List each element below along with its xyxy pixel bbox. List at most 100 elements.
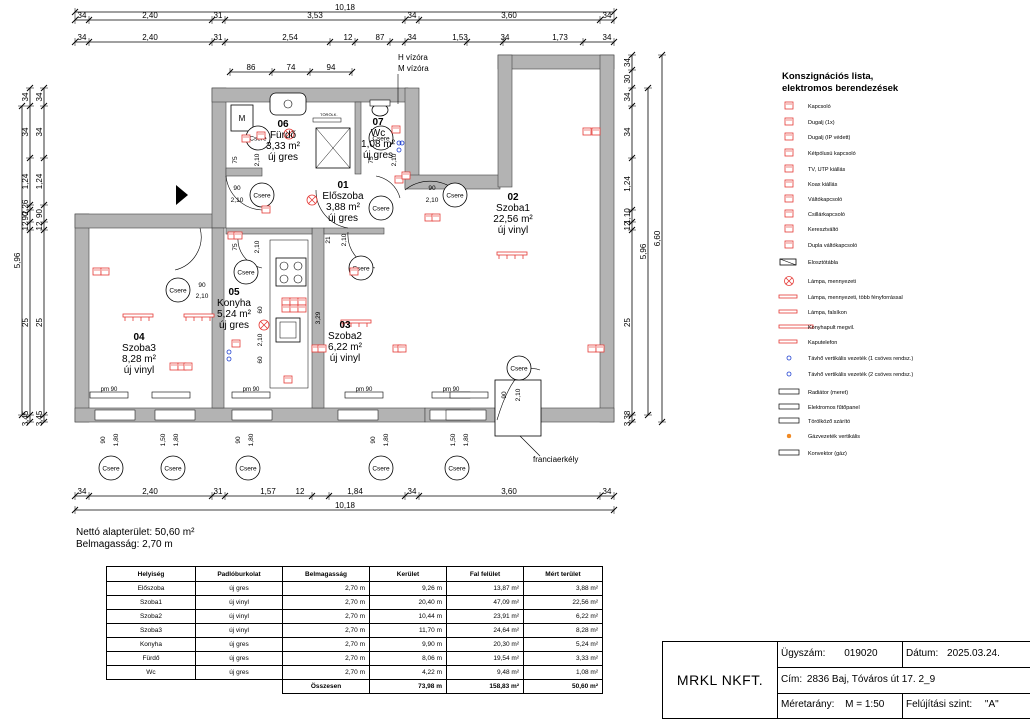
room-height: Belmagasság: 2,70 m	[76, 539, 173, 550]
legend-symbol-board	[779, 258, 797, 266]
opening-dim: 1,80	[248, 433, 255, 446]
table-cell: új vinyl	[195, 623, 283, 638]
legend-item: Törölköző szárító	[808, 419, 850, 425]
door-swing	[315, 189, 349, 229]
legend-item: Kétpólusú kapcsoló	[808, 151, 856, 157]
district-heating-pipe	[396, 140, 402, 146]
dim-label: 2,54	[282, 33, 298, 42]
sink	[269, 92, 307, 116]
dim-label: 12	[35, 221, 44, 230]
table-cell: 2,70 m	[282, 651, 370, 666]
socket-symbol	[297, 304, 307, 313]
wall-segment	[354, 101, 362, 175]
kitchen-counter	[269, 239, 309, 389]
socket-symbol	[587, 344, 597, 353]
socket-symbol	[169, 362, 179, 371]
dim-label: 1,10	[623, 208, 632, 224]
table-header-cell: Belmagasság	[282, 566, 370, 582]
washing-machine	[230, 104, 254, 132]
case-number-cell: Ügyszám: 019020	[777, 642, 903, 668]
legend-symbol-lamp-x	[785, 277, 793, 285]
address-cell: Cím: 2836 Baj, Tóváros út 17. 2_9	[777, 668, 1030, 694]
radiator-label: pm 90	[243, 387, 260, 393]
swap-bubble	[368, 125, 394, 151]
table-cell: 6,22 m²	[523, 609, 603, 624]
room-name: Szoba3	[122, 343, 156, 354]
wall-segment	[225, 227, 313, 235]
socket-symbol	[391, 125, 401, 134]
door-dim: 60	[257, 356, 264, 364]
socket-symbol	[317, 344, 327, 353]
wall-segment	[74, 213, 90, 423]
dim-label: 12	[296, 487, 305, 496]
door-dim: 2,10	[426, 197, 439, 204]
dim-label: 34	[35, 127, 44, 136]
table-cell: Konyha	[106, 637, 196, 652]
table-cell: 9,48 m²	[446, 665, 524, 680]
lamp-x	[260, 321, 268, 329]
wall-segment	[225, 167, 263, 177]
table-cell: 19,54 m²	[446, 651, 524, 666]
table-header-cell: Mért terület	[523, 566, 603, 582]
room-name: Előszoba	[322, 191, 364, 202]
dim-label: 12	[21, 221, 30, 230]
room-name: Fürdő	[270, 130, 297, 141]
door-swing	[225, 175, 263, 211]
dim-label: 25	[35, 318, 44, 327]
socket-symbol	[289, 297, 299, 306]
table-cell: 11,70 m	[369, 623, 447, 638]
legend-item: Dupla váltókapcsoló	[808, 243, 857, 249]
legend-symbol-bar	[778, 294, 798, 299]
socket-symbol	[349, 267, 359, 276]
level-cell: Felújítási szint: "A"	[903, 694, 1030, 718]
table-cell: Szoba3	[106, 623, 196, 638]
legend-symbol-box	[784, 164, 794, 173]
level-label: Felújítási szint:	[906, 699, 973, 710]
dim-label: 34	[408, 11, 417, 20]
legend-item: Távhő vertikális vezeték (1 csöves rends…	[808, 356, 913, 362]
legend-symbol-box	[784, 148, 794, 157]
wall-segment	[311, 227, 325, 409]
legend-item: Radiátor (meret)	[808, 390, 848, 396]
towel-dryer	[312, 117, 342, 123]
socket-symbol	[92, 267, 102, 276]
socket-symbol	[233, 231, 243, 240]
room-floor: új gres	[363, 150, 393, 161]
socket-symbol	[100, 267, 110, 276]
table-header-cell: Helyiség	[106, 566, 196, 582]
washing-machine-label: M	[239, 114, 246, 123]
swap-bubble	[442, 182, 468, 208]
dim-label: 34	[501, 33, 510, 42]
dim-label: 1,53	[452, 33, 468, 42]
table-header-cell: Fal felület	[446, 566, 524, 582]
wall-segment	[599, 54, 615, 423]
table-cell: 22,56 m²	[523, 595, 603, 610]
legend-symbol-pipe	[786, 371, 792, 377]
table-empty-cell	[196, 680, 283, 694]
table-cell: új vinyl	[195, 595, 283, 610]
swap-bubble	[444, 455, 470, 481]
legend-symbol-box	[784, 117, 794, 126]
socket-symbol	[397, 344, 407, 353]
swap-label: Csere	[372, 466, 390, 473]
wall-segment	[74, 213, 216, 229]
room-name: Wc	[371, 128, 385, 139]
lamp-symbol	[306, 194, 318, 206]
dim-label: 90	[21, 211, 30, 220]
legend-item: Elektromos fűtőpanel	[808, 405, 860, 411]
dim-label: 25	[21, 318, 30, 327]
door-dim: 2,10	[196, 293, 209, 300]
dim-label: 90	[35, 209, 44, 218]
level-value: "A"	[984, 699, 999, 710]
table-cell: 3,33 m²	[523, 651, 603, 666]
dim-label: 34	[603, 11, 612, 20]
dim-label: 34	[623, 127, 632, 136]
legend: Konszignációs lista,elektromos berendezé…	[778, 71, 913, 457]
radiator-label: pm 90	[443, 387, 460, 393]
dim-label: 5,96	[13, 252, 22, 268]
legend-symbol-board-diag	[779, 258, 797, 266]
